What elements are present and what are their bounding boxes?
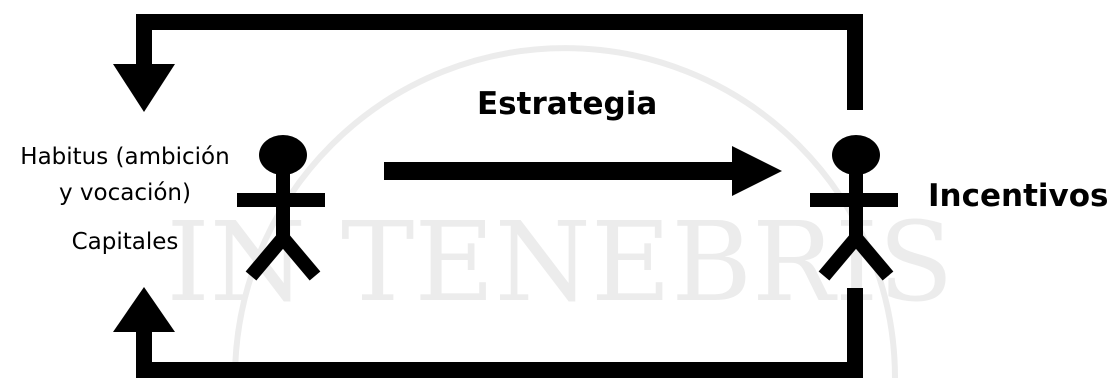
label-capitales: Capitales <box>71 229 179 255</box>
arrow-up-head <box>113 287 175 332</box>
label-habitus-line1: Habitus (ambición <box>20 144 230 170</box>
figure-right-head <box>832 135 880 175</box>
strategy-arrow <box>384 146 782 196</box>
strategy-arrow-head <box>732 146 782 196</box>
stick-figure-left <box>237 135 325 281</box>
label-estrategia: Estrategia <box>477 86 658 122</box>
figure-left-head <box>259 135 307 175</box>
stick-figure-right <box>810 135 898 281</box>
feedback-loop-top <box>113 14 863 112</box>
label-habitus-line2: y vocación) <box>58 180 191 206</box>
label-incentivos: Incentivos <box>928 178 1108 214</box>
feedback-loop-bottom <box>113 287 863 378</box>
arrow-down-head <box>113 64 175 112</box>
